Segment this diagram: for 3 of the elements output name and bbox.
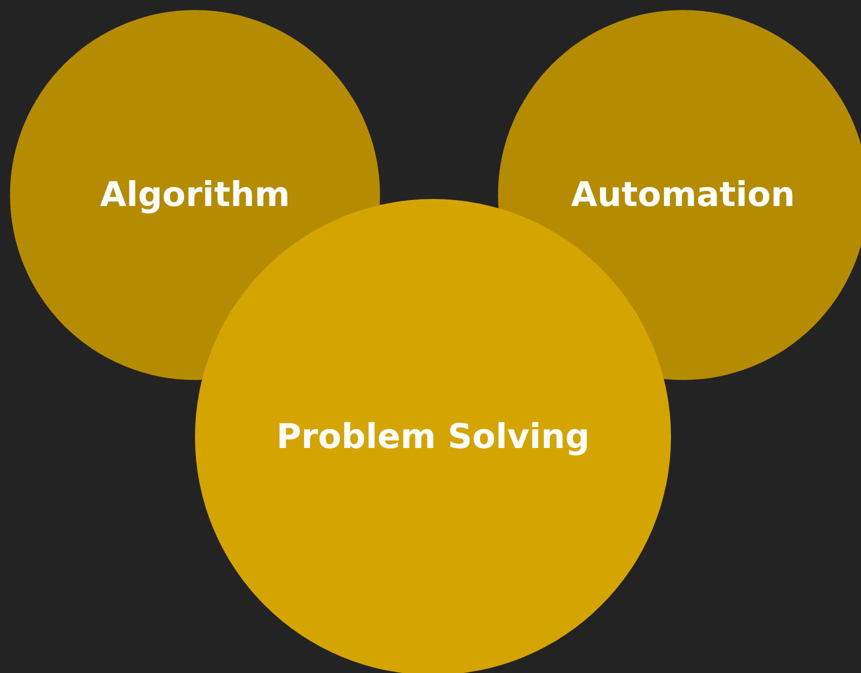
circle-label: Automation bbox=[571, 175, 795, 215]
circle-label: Algorithm bbox=[100, 175, 290, 215]
circle-label: Problem Solving bbox=[276, 417, 590, 457]
